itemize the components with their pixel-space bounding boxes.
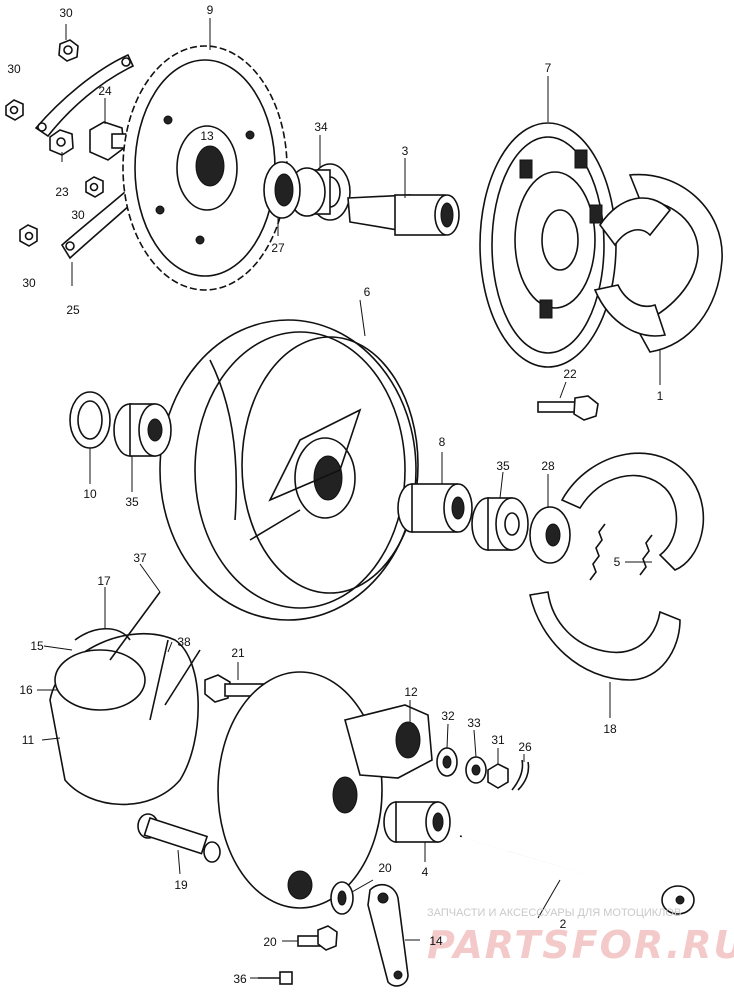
callout-35-right: 35 bbox=[496, 459, 510, 473]
callout-13: 13 bbox=[200, 129, 214, 143]
brake-shoe-upper bbox=[560, 452, 705, 571]
nut-30-mid bbox=[85, 176, 104, 198]
callout-14: 14 bbox=[429, 934, 443, 948]
callout-19: 19 bbox=[174, 878, 188, 892]
callout-37: 37 bbox=[133, 551, 147, 565]
bolt-22 bbox=[537, 395, 599, 421]
callout-20-bolt: 20 bbox=[263, 935, 277, 949]
nut-23 bbox=[49, 129, 74, 156]
callout-5: 5 bbox=[614, 555, 621, 569]
nut-30-bottom bbox=[19, 224, 38, 247]
bolt-20 bbox=[297, 925, 338, 951]
brake-springs-5 bbox=[589, 523, 653, 581]
callout-26: 26 bbox=[518, 740, 532, 754]
callout-30-bottom: 30 bbox=[22, 276, 36, 290]
wheel-hub-drawing bbox=[159, 319, 419, 621]
callout-27: 27 bbox=[271, 241, 285, 255]
callout-15: 15 bbox=[30, 639, 44, 653]
tire-section bbox=[49, 628, 199, 806]
lock-plate-upper bbox=[34, 53, 135, 138]
callout-22: 22 bbox=[563, 367, 577, 381]
watermark: ЗАПЧАСТИ И АКСЕССУАРЫ ДЛЯ МОТОЦИКЛОВ PAR… bbox=[427, 907, 734, 967]
final-driven-flange-drawing bbox=[479, 122, 617, 368]
callout-31: 31 bbox=[491, 733, 505, 747]
watermark-caption: ЗАПЧАСТИ И АКСЕССУАРЫ ДЛЯ МОТОЦИКЛОВ bbox=[427, 907, 681, 919]
brake-shoe-lower bbox=[529, 591, 681, 681]
leader-lines bbox=[37, 18, 661, 979]
brake-cam-19 bbox=[137, 813, 221, 863]
callout-36: 36 bbox=[233, 972, 247, 986]
washer-33 bbox=[465, 756, 487, 784]
collar-4 bbox=[383, 801, 451, 843]
callout-32: 32 bbox=[441, 709, 455, 723]
watermark-brand: PARTSFOR.RU bbox=[427, 923, 734, 967]
nut-30-top bbox=[58, 39, 79, 62]
nut-30-left bbox=[5, 99, 24, 121]
seal-27 bbox=[263, 161, 301, 219]
callout-38: 38 bbox=[177, 635, 191, 649]
callout-33: 33 bbox=[467, 716, 481, 730]
sprocket-drawing bbox=[122, 45, 288, 291]
washer-10 bbox=[69, 391, 111, 449]
washer-20 bbox=[330, 881, 354, 915]
spokes-37-38 bbox=[109, 591, 201, 721]
callout-10: 10 bbox=[83, 487, 97, 501]
callout-11: 11 bbox=[22, 733, 35, 747]
axle-2 bbox=[459, 834, 695, 915]
washer-32 bbox=[436, 747, 458, 777]
brake-arm-14 bbox=[367, 883, 409, 987]
callout-25: 25 bbox=[66, 303, 80, 317]
callout-24: 24 bbox=[98, 84, 112, 98]
callout-8: 8 bbox=[439, 435, 446, 449]
part-drawings bbox=[5, 18, 723, 987]
bearing-35-right bbox=[471, 497, 529, 551]
brake-panel-drawing bbox=[217, 671, 433, 909]
callout-21: 21 bbox=[231, 646, 245, 660]
damper-1 bbox=[593, 173, 723, 353]
callout-6: 6 bbox=[364, 285, 371, 299]
callout-2: 2 bbox=[560, 917, 567, 931]
cotter-pin-26 bbox=[511, 759, 530, 791]
callout-30-left: 30 bbox=[7, 62, 21, 76]
callout-23: 23 bbox=[55, 185, 69, 199]
callout-34: 34 bbox=[314, 120, 328, 134]
nut-31 bbox=[487, 763, 509, 789]
callout-1: 1 bbox=[657, 389, 664, 403]
callout-30-mid: 30 bbox=[71, 208, 85, 222]
callout-30-top: 30 bbox=[59, 6, 73, 20]
callout-20-washer: 20 bbox=[378, 861, 392, 875]
sleeve-3 bbox=[347, 194, 460, 236]
callout-numbers: 9 30 30 30 30 24 23 25 13 34 27 3 7 1 22… bbox=[7, 3, 663, 986]
callout-3: 3 bbox=[402, 144, 409, 158]
callout-35-left: 35 bbox=[125, 495, 139, 509]
callout-9: 9 bbox=[207, 3, 214, 17]
pin-36 bbox=[258, 971, 293, 985]
seal-28 bbox=[529, 506, 571, 564]
callout-17: 17 bbox=[97, 574, 111, 588]
spacer-8 bbox=[397, 483, 473, 533]
callout-28: 28 bbox=[541, 459, 555, 473]
callout-12: 12 bbox=[404, 685, 418, 699]
callout-4: 4 bbox=[422, 865, 429, 879]
callout-7: 7 bbox=[545, 61, 552, 75]
bearing-35-left bbox=[113, 403, 172, 457]
callout-16: 16 bbox=[19, 683, 33, 697]
callout-18: 18 bbox=[603, 722, 617, 736]
